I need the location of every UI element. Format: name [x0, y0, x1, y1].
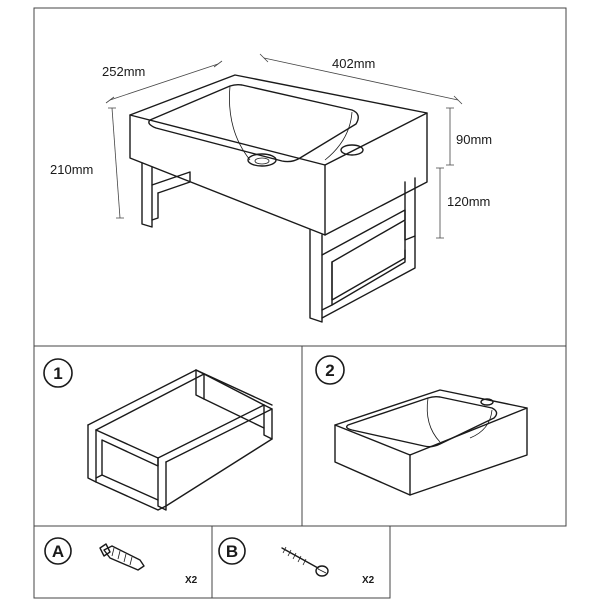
part-a-quantity: X2: [185, 575, 198, 586]
width-label: 402mm: [332, 56, 375, 71]
step-1-badge: 1: [43, 358, 73, 388]
main-panel: [33, 7, 567, 347]
step-1-panel: [33, 345, 303, 527]
depth-label: 252mm: [102, 64, 145, 79]
part-b-panel: [211, 525, 391, 599]
frame-height-label: 120mm: [447, 194, 490, 209]
part-a-letter: A: [52, 542, 64, 561]
step-2-number: 2: [325, 361, 334, 380]
screw-icon: [281, 546, 329, 577]
part-b-badge: B: [218, 537, 246, 565]
part-a-badge: A: [44, 537, 72, 565]
wall-plug-icon: [99, 543, 145, 571]
step-1-number: 1: [53, 364, 62, 383]
basin-drawing: [334, 389, 528, 496]
basin-height-label: 90mm: [456, 132, 492, 147]
frame-drawing: [87, 369, 273, 511]
step-2-badge: 2: [315, 355, 345, 385]
basin-with-frame-drawing: [105, 53, 463, 323]
part-b-letter: B: [226, 542, 238, 561]
step-2-panel: [301, 345, 567, 527]
total-height-label: 210mm: [50, 162, 93, 177]
part-b-quantity: X2: [362, 575, 375, 586]
